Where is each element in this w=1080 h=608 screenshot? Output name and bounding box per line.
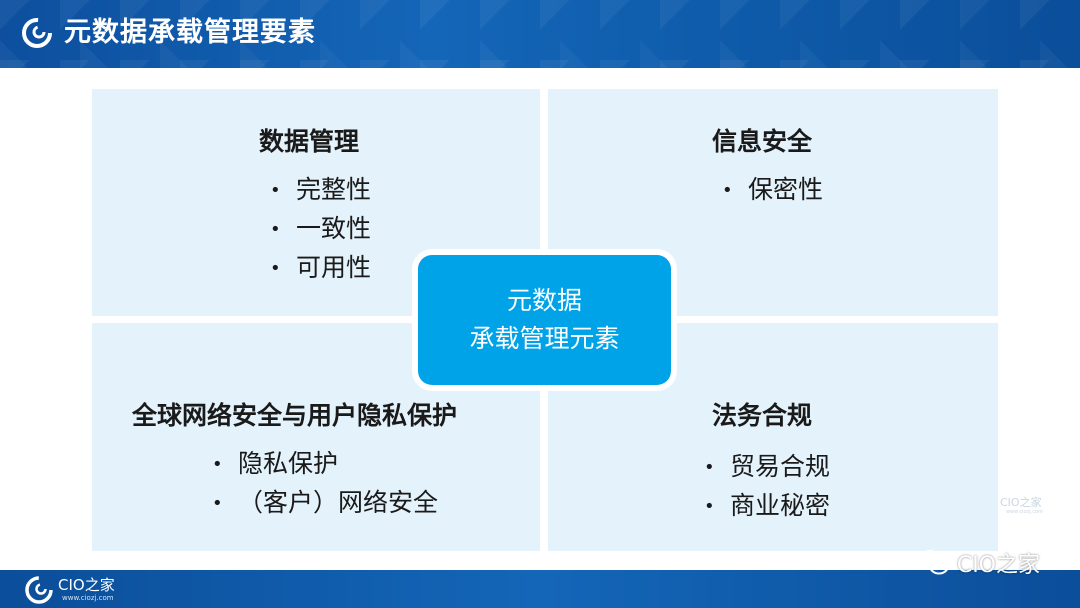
- faint-watermark-url: www.ciozj.com: [1006, 509, 1043, 515]
- faint-watermark-text: CIO之家: [1000, 496, 1042, 509]
- header-banner: 元数据承载管理要素: [0, 0, 1080, 68]
- list-item: •保密性: [722, 171, 823, 210]
- list-item: •一致性: [270, 210, 371, 249]
- bullet-icon: •: [722, 180, 733, 201]
- quadrant-item-list: •完整性 •一致性 •可用性: [270, 171, 371, 288]
- list-item: •（客户）网络安全: [212, 484, 438, 523]
- quadrant-heading: 全球网络安全与用户隐私保护: [132, 401, 458, 430]
- list-item: •隐私保护: [212, 445, 438, 484]
- footer-url: www.ciozj.com: [62, 594, 114, 602]
- center-title-line2: 承载管理元素: [469, 324, 620, 353]
- center-title-line1: 元数据: [506, 286, 582, 315]
- list-item: •商业秘密: [704, 487, 830, 526]
- page-title: 元数据承载管理要素: [64, 17, 316, 48]
- bullet-icon: •: [270, 258, 281, 279]
- quadrant-heading: 信息安全: [712, 127, 813, 156]
- bullet-icon: •: [270, 219, 281, 240]
- list-item: •可用性: [270, 249, 371, 288]
- footer-bar: CIO之家 www.ciozj.com: [0, 570, 1080, 608]
- footer-brand: CIO之家: [58, 576, 115, 594]
- center-metadata-box: 元数据 承载管理元素: [418, 255, 671, 385]
- quadrant-data-management: 数据管理 •完整性 •一致性 •可用性: [92, 89, 540, 316]
- wechat-icon: [917, 550, 949, 575]
- quadrant-item-list: •保密性: [722, 171, 823, 210]
- list-item: •贸易合规: [704, 448, 830, 487]
- cio-swirl-logo-icon: [22, 18, 52, 48]
- quadrant-item-list: •隐私保护 •（客户）网络安全: [212, 445, 438, 523]
- quadrant-heading: 法务合规: [712, 401, 813, 430]
- list-item: •完整性: [270, 171, 371, 210]
- bullet-icon: •: [704, 496, 715, 517]
- bullet-icon: •: [212, 454, 223, 475]
- bullet-icon: •: [212, 493, 223, 514]
- cio-swirl-logo-icon: [25, 576, 53, 604]
- watermark-text: CIO之家: [956, 553, 1040, 578]
- quadrant-heading: 数据管理: [259, 127, 360, 156]
- bullet-icon: •: [270, 180, 281, 201]
- bullet-icon: •: [704, 457, 715, 478]
- quadrant-item-list: •贸易合规 •商业秘密: [704, 448, 830, 526]
- wechat-watermark: CIO之家: [917, 547, 1040, 579]
